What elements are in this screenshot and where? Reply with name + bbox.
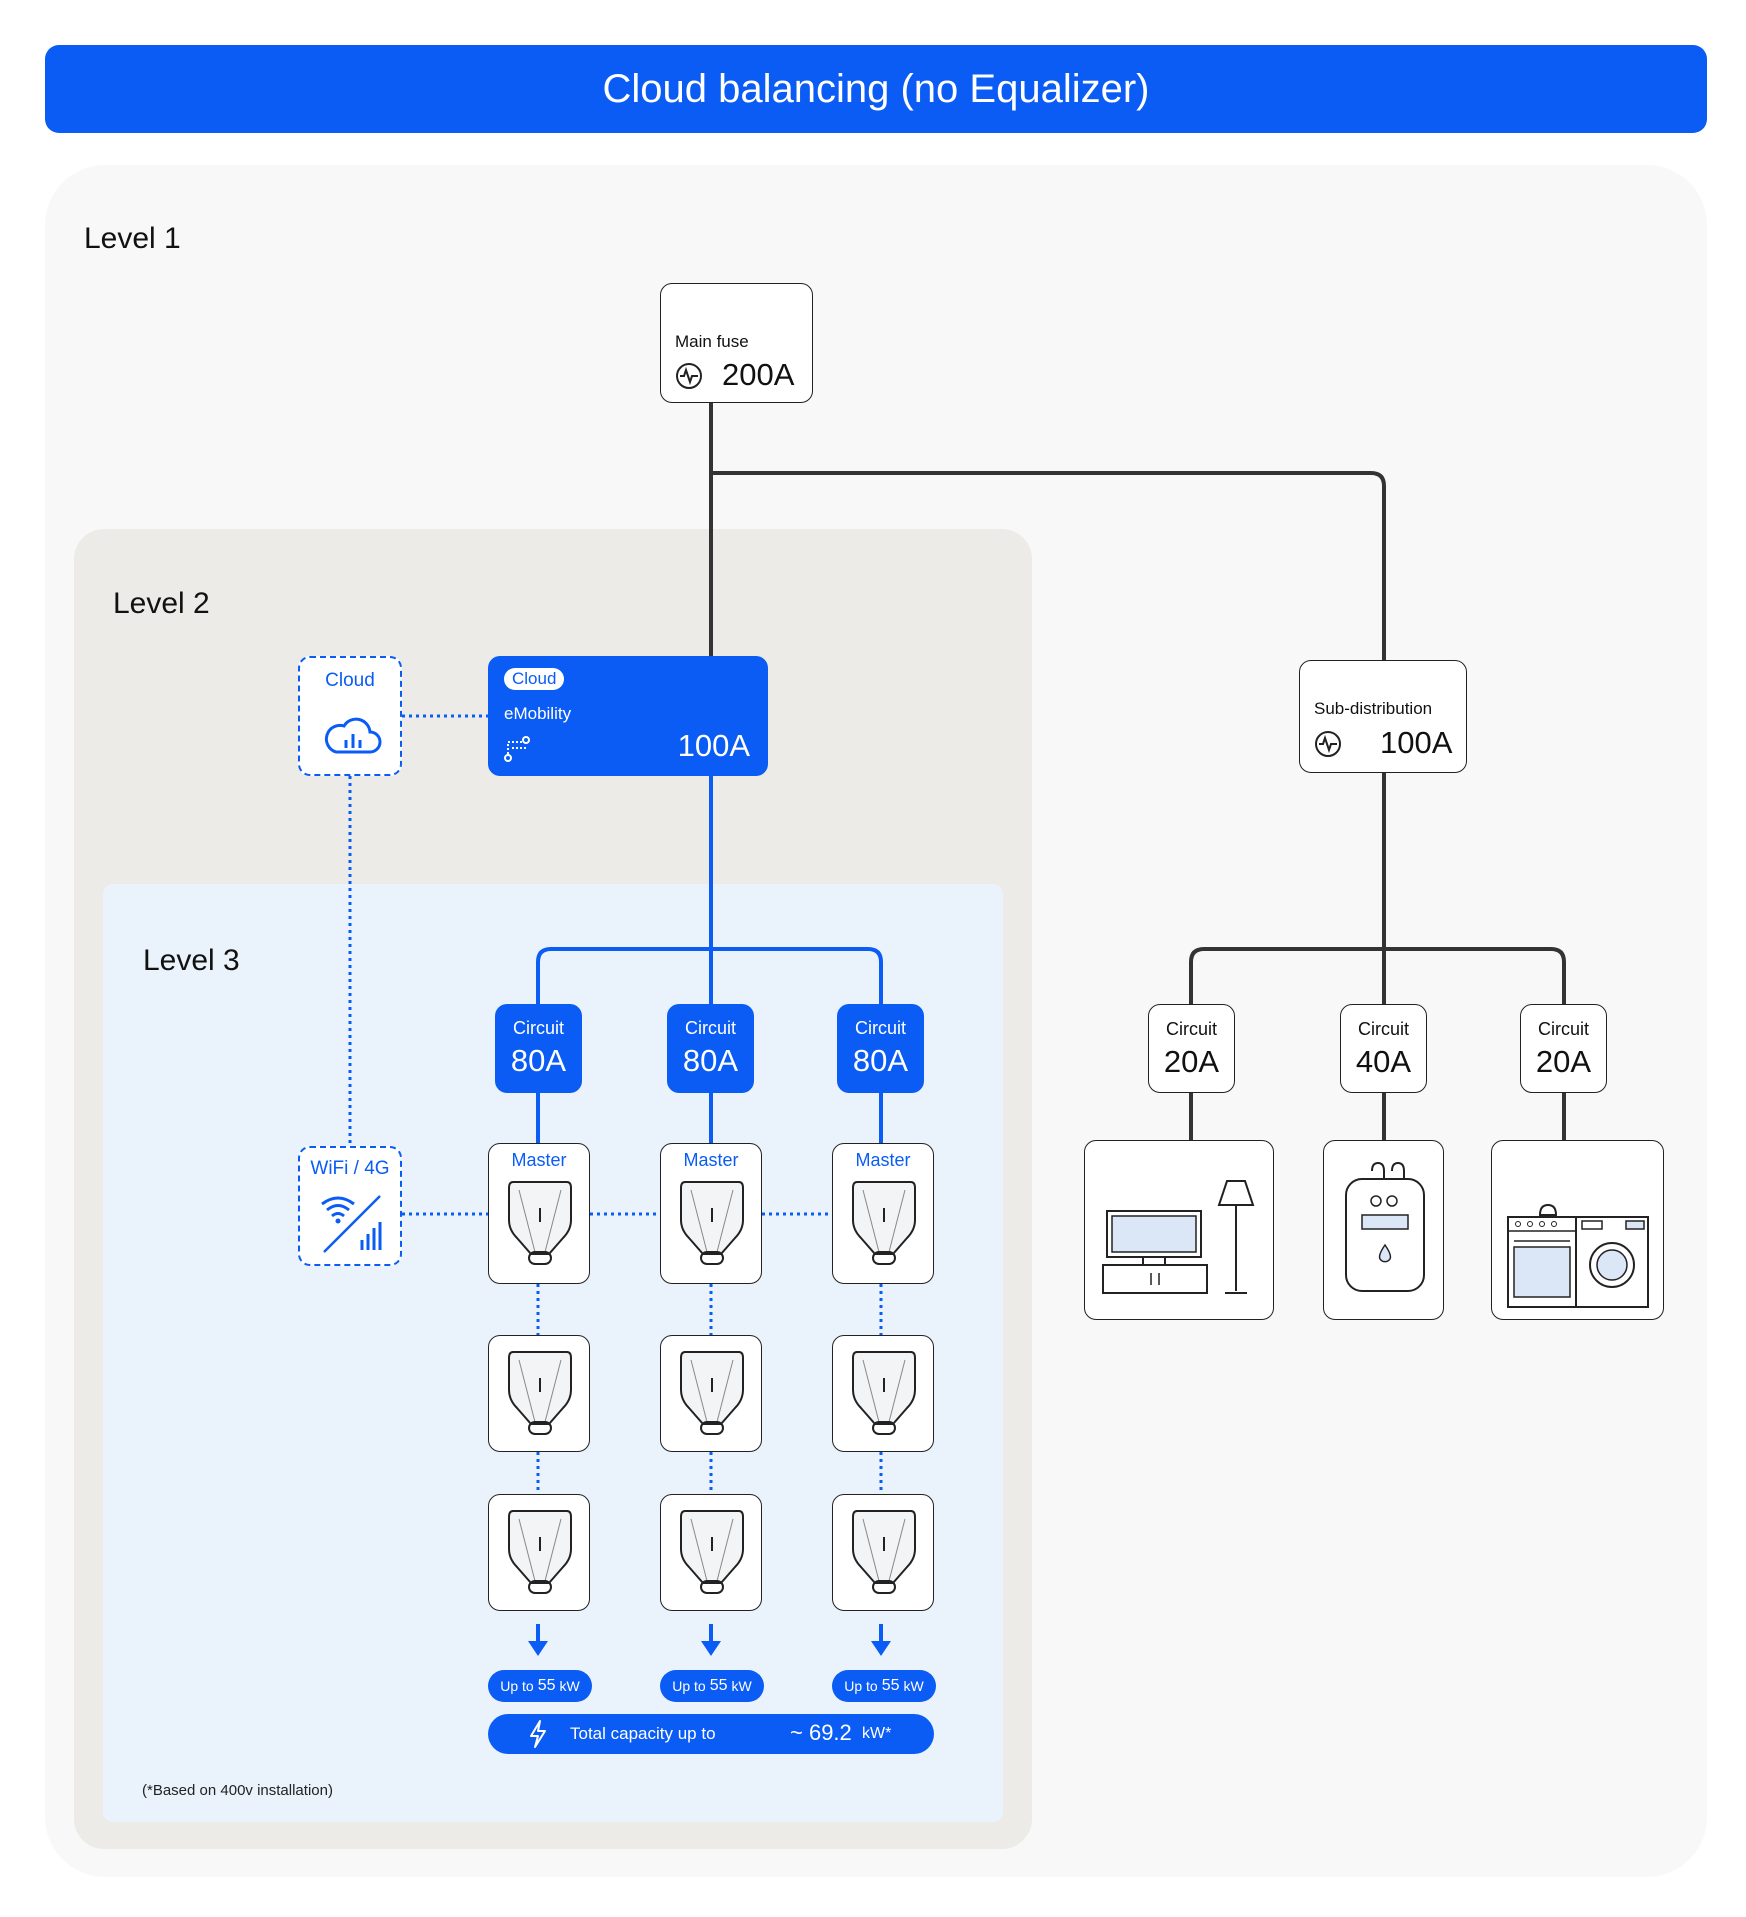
total-capacity-unit: kW* xyxy=(862,1725,892,1742)
lightning-icon xyxy=(530,1720,546,1748)
pill-prefix: Up to xyxy=(500,1678,534,1694)
ev-charger-icon xyxy=(852,1510,916,1594)
level-1-label: Level 1 xyxy=(84,222,181,255)
capacity-pill-2: Up to 55 kW xyxy=(660,1670,764,1702)
ev-circuit-label: Circuit xyxy=(854,1018,906,1038)
main-fuse-label: Main fuse xyxy=(675,332,749,351)
home-circuit-value: 20A xyxy=(1535,1044,1592,1079)
master-charger-1: Master xyxy=(488,1143,590,1284)
ev-circuit-label: Circuit xyxy=(512,1018,564,1038)
master-label: Master xyxy=(511,1150,567,1170)
tv-lamp-icon xyxy=(1102,1180,1255,1294)
ev-charger-icon xyxy=(508,1181,572,1265)
master-charger-3: Master xyxy=(832,1143,934,1284)
wifi-signal-icon xyxy=(321,1195,382,1253)
home-circuit-1: Circuit 20A xyxy=(1148,1004,1235,1093)
sub-distribution-label: Sub-distribution xyxy=(1314,699,1433,718)
pill-unit: kW xyxy=(903,1678,924,1694)
master-label: Master xyxy=(855,1150,911,1170)
water-heater-icon xyxy=(1345,1161,1425,1292)
ev-charger-icon xyxy=(508,1510,572,1594)
capacity-pill-3: Up to 55 kW xyxy=(832,1670,936,1702)
charger-3-3 xyxy=(832,1494,934,1611)
ev-circuit-3: Circuit 80A xyxy=(837,1004,924,1093)
cloud-icon xyxy=(324,717,382,754)
footnote: (*Based on 400v installation) xyxy=(142,1782,333,1799)
ev-charger-icon xyxy=(852,1351,916,1435)
charger-1-3 xyxy=(488,1494,590,1611)
home-circuit-label: Circuit xyxy=(1357,1019,1409,1039)
ev-charger-icon xyxy=(508,1351,572,1435)
cloud-badge: Cloud xyxy=(504,668,565,690)
ev-circuit-value: 80A xyxy=(682,1043,739,1078)
level-3-label: Level 3 xyxy=(143,944,240,977)
cloud-box-label: Cloud xyxy=(325,670,375,691)
master-charger-2: Master xyxy=(660,1143,762,1284)
tv-lamp-appliance xyxy=(1084,1140,1274,1320)
emobility-node: Cloud eMobility 100A xyxy=(488,656,768,776)
level-2-label: Level 2 xyxy=(113,587,210,620)
ev-circuit-value: 80A xyxy=(852,1043,909,1078)
home-circuit-label: Circuit xyxy=(1165,1019,1217,1039)
emobility-value: 100A xyxy=(677,728,750,763)
charger-1-2 xyxy=(488,1335,590,1452)
ev-circuit-value: 80A xyxy=(510,1043,567,1078)
pill-value: 55 xyxy=(537,1677,556,1694)
ev-circuit-2: Circuit 80A xyxy=(667,1004,754,1093)
home-circuit-value: 20A xyxy=(1163,1044,1220,1079)
main-fuse-value: 200A xyxy=(722,357,795,392)
total-capacity-label: Total capacity up to xyxy=(570,1724,716,1743)
charger-2-3 xyxy=(660,1494,762,1611)
capacity-pill-1: Up to 55 kW xyxy=(488,1670,592,1702)
fuse-icon xyxy=(1315,731,1341,757)
charger-2-2 xyxy=(660,1335,762,1452)
ev-charger-icon xyxy=(852,1181,916,1265)
ev-circuit-label: Circuit xyxy=(684,1018,736,1038)
water-heater-appliance xyxy=(1323,1140,1444,1320)
home-circuit-2: Circuit 40A xyxy=(1340,1004,1427,1093)
charger-3-2 xyxy=(832,1335,934,1452)
fuse-icon xyxy=(676,363,702,389)
total-capacity-bar: Total capacity up to ~ 69.2 kW* xyxy=(488,1714,934,1754)
ev-circuit-1: Circuit 80A xyxy=(495,1004,582,1093)
wifi-box: WiFi / 4G xyxy=(298,1146,402,1266)
ev-charger-icon xyxy=(680,1181,744,1265)
total-capacity-value: ~ 69.2 xyxy=(790,1720,852,1745)
emobility-label: eMobility xyxy=(504,704,572,723)
routing-icon xyxy=(504,736,530,762)
kitchen-laundry-appliance xyxy=(1491,1140,1664,1320)
master-label: Master xyxy=(683,1150,739,1170)
wifi-box-label: WiFi / 4G xyxy=(310,1158,390,1179)
main-fuse-node: Main fuse 200A xyxy=(660,283,813,403)
sub-distribution-value: 100A xyxy=(1380,725,1453,760)
home-circuit-3: Circuit 20A xyxy=(1520,1004,1607,1093)
sub-distribution-node: Sub-distribution 100A xyxy=(1299,660,1467,773)
pill-prefix: Up to xyxy=(672,1678,706,1694)
kitchen-laundry-icon xyxy=(1507,1203,1649,1308)
cloud-box: Cloud xyxy=(298,656,402,776)
ev-charger-icon xyxy=(680,1351,744,1435)
diagram-title: Cloud balancing (no Equalizer) xyxy=(45,45,1707,133)
pill-unit: kW xyxy=(559,1678,580,1694)
ev-charger-icon xyxy=(680,1510,744,1594)
pill-value: 55 xyxy=(881,1677,900,1694)
home-circuit-value: 40A xyxy=(1355,1044,1412,1079)
pill-prefix: Up to xyxy=(844,1678,878,1694)
pill-value: 55 xyxy=(709,1677,728,1694)
pill-unit: kW xyxy=(731,1678,752,1694)
home-circuit-label: Circuit xyxy=(1537,1019,1589,1039)
